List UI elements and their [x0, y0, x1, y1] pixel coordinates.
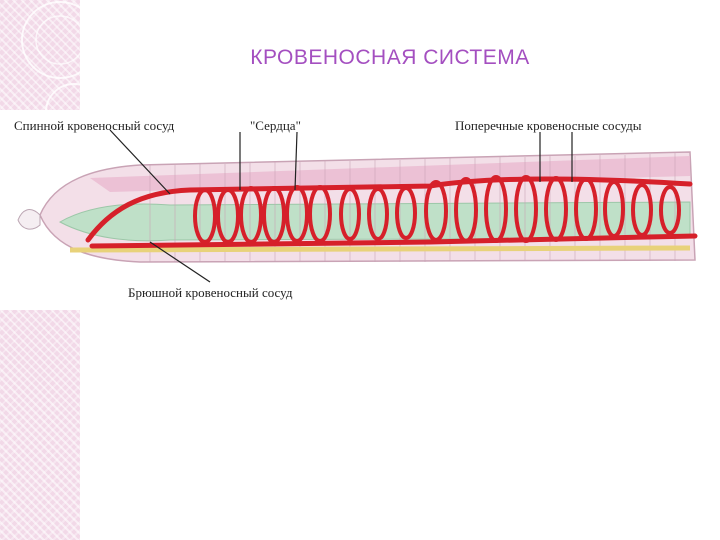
ventral-vessel — [89, 233, 698, 249]
label-hearts: "Сердца" — [250, 118, 301, 133]
earthworm-circulatory-diagram: Спинной кровеносный сосуд "Сердца" Попер… — [0, 110, 720, 310]
worm-illustration — [17, 129, 698, 283]
transverse-vessels — [339, 175, 681, 243]
label-transverse-vessels: Поперечные кровеносные сосуды — [455, 118, 642, 133]
label-leader-lines — [109, 129, 573, 283]
label-ventral-vessel: Брюшной кровеносный сосуд — [128, 285, 293, 300]
slide-title: КРОВЕНОСНАЯ СИСТЕМА — [250, 46, 530, 69]
heart-loops — [193, 185, 332, 244]
ventral-nerve-cord — [69, 245, 691, 253]
worm-head — [17, 209, 41, 230]
label-dorsal-vessel: Спинной кровеносный сосуд — [14, 118, 175, 133]
